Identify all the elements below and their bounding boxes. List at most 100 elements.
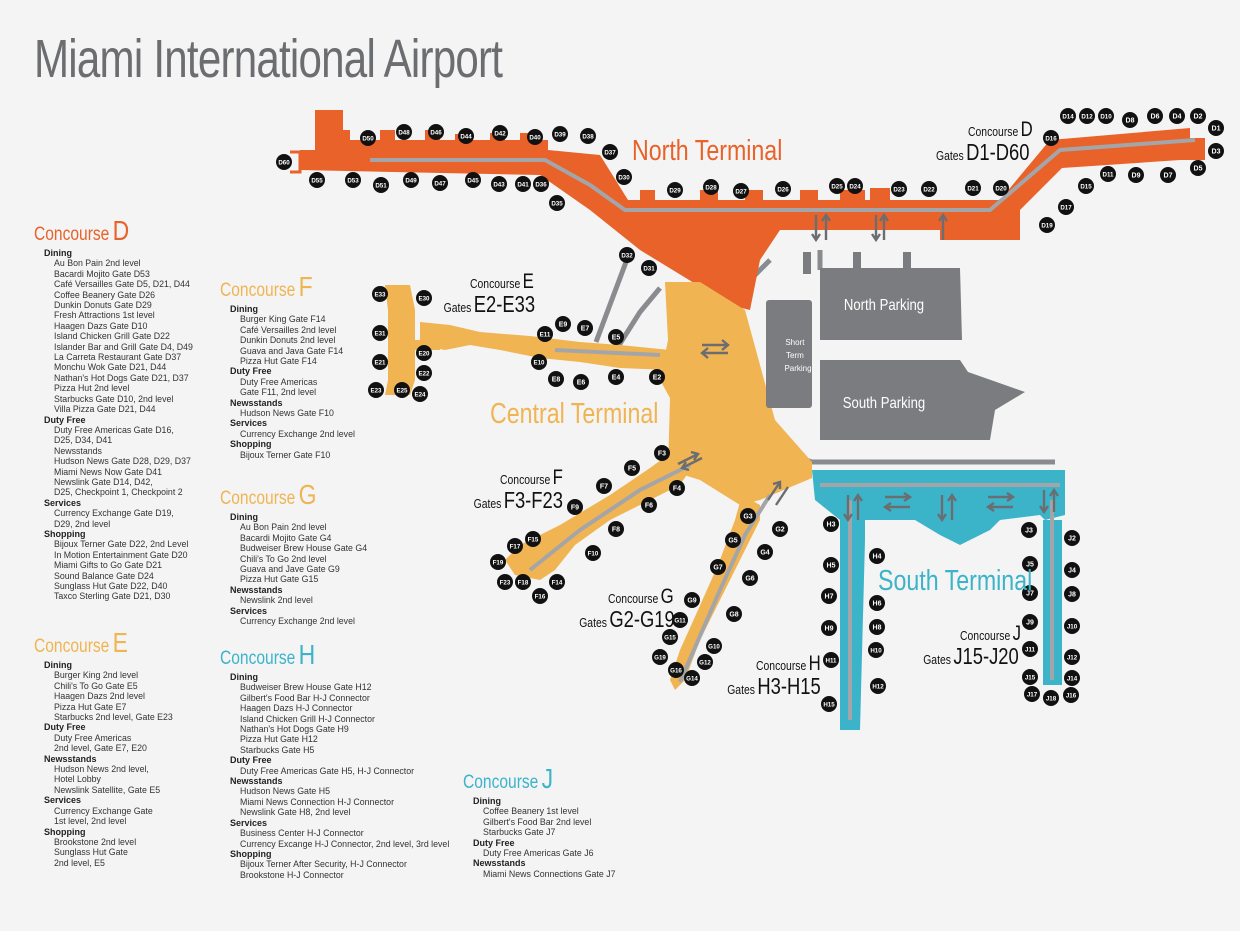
directory-item: Monchu Wok Gate D21, D44 [54, 362, 167, 373]
gate-marker: E2 [649, 369, 665, 385]
directory-item: Bijoux Terner After Security, H-J Connec… [240, 859, 407, 870]
gate-label: G10 [708, 644, 720, 651]
gate-label: F17 [510, 544, 521, 551]
parking-shapes [766, 252, 1025, 440]
gate-label: E22 [418, 371, 430, 378]
gate-dot [555, 316, 571, 332]
directory-item: D29, 2nd level [54, 518, 111, 529]
directory-item: Islander Bar and Grill Gate D4, D49 [54, 341, 193, 352]
concourse-word: Concourse [220, 280, 296, 301]
gate-marker: D51 [373, 177, 389, 193]
gate-marker: D40 [527, 129, 543, 145]
gate-dot [868, 642, 884, 658]
gate-marker: F3 [654, 445, 670, 461]
gate-label: F6 [645, 503, 653, 510]
gate-label: D26 [777, 187, 789, 194]
gate-label: D21 [967, 186, 979, 193]
gate-marker: J14 [1064, 670, 1080, 686]
directory-item: Starbucks 2nd level, Gate E23 [54, 712, 173, 723]
gate-dot [1160, 167, 1176, 183]
gate-dot [821, 620, 837, 636]
gate-dot [726, 606, 742, 622]
gate-dot [1100, 166, 1116, 182]
gate-marker: D43 [491, 176, 507, 192]
gate-label: H6 [873, 601, 882, 608]
gate-dot [416, 365, 432, 381]
gate-dot [1079, 108, 1095, 124]
gate-label: J3 [1025, 528, 1033, 535]
gate-label: G9 [687, 598, 696, 605]
gate-marker: F17 [507, 538, 523, 554]
concourse-letter: G [298, 479, 317, 510]
directory-item: Café Versailles 2nd level [240, 324, 337, 335]
directory-item: In Motion Entertainment Gate D20 [54, 549, 188, 560]
directory-item: Gilbert's Food Bar H-J Connector [240, 692, 370, 703]
gate-label: J2 [1068, 536, 1076, 543]
gate-dot [428, 124, 444, 140]
gate-marker: F8 [608, 521, 624, 537]
directory-item: Budweiser Brew House Gate G4 [240, 543, 368, 554]
directory-item: Island Chicken Grill Gate D22 [54, 331, 170, 342]
gate-dot [697, 654, 713, 670]
gate-dot [490, 554, 506, 570]
gate-dot [432, 175, 448, 191]
directory-category: Shopping [44, 826, 86, 837]
gate-label: F10 [588, 551, 599, 558]
gate-marker: E20 [416, 345, 432, 361]
gate-label: H10 [870, 648, 882, 655]
walkway-arrows [677, 212, 1059, 523]
gate-marker: D41 [515, 176, 531, 192]
gate-marker: D42 [492, 125, 508, 141]
gate-dot [641, 260, 657, 276]
directory-item: Nathan's Hot Dogs Gate D21, D37 [54, 372, 189, 383]
gate-label: G7 [713, 565, 722, 572]
gate-marker: D22 [921, 181, 937, 197]
gate-dot [891, 181, 907, 197]
gate-dot [641, 497, 657, 513]
gate-label: F4 [673, 486, 681, 493]
concourse-word: Concourse [463, 772, 539, 793]
gate-marker: D46 [428, 124, 444, 140]
gate-dot [1208, 143, 1224, 159]
gate-label: E24 [414, 392, 426, 399]
gate-label: E4 [612, 375, 621, 382]
gate-dot [1147, 108, 1163, 124]
gate-marker: D26 [775, 181, 791, 197]
gate-dot [710, 559, 726, 575]
directory-item: Coffee Beanery 1st level [483, 806, 579, 817]
concourse-word: Concourse [34, 636, 110, 657]
gate-dot [1064, 530, 1080, 546]
gate-label: D16 [1045, 136, 1057, 143]
gate-marker: J5 [1022, 556, 1038, 572]
directory-category: Services [44, 795, 82, 806]
gate-dot [552, 126, 568, 142]
gate-dot [608, 329, 624, 345]
directory-item: Currency Exchange 2nd level [240, 616, 355, 627]
directory-category: Duty Free [44, 722, 86, 733]
gate-dot [492, 125, 508, 141]
directory-item: Gilbert's Food Bar 2nd level [483, 816, 592, 827]
gate-marker: D47 [432, 175, 448, 191]
gate-dot [616, 169, 632, 185]
gate-dot [372, 286, 388, 302]
gate-marker: D38 [580, 128, 596, 144]
gate-dot [372, 325, 388, 341]
directory-category: Dining [473, 796, 501, 806]
gate-marker: J11 [1022, 641, 1038, 657]
gate-label: F18 [518, 580, 529, 587]
concourse-word: Concourse [220, 648, 296, 669]
directory-item: Haagen Dazs 2nd level [54, 691, 145, 702]
gate-marker: E31 [372, 325, 388, 341]
gate-label: F14 [552, 580, 563, 587]
